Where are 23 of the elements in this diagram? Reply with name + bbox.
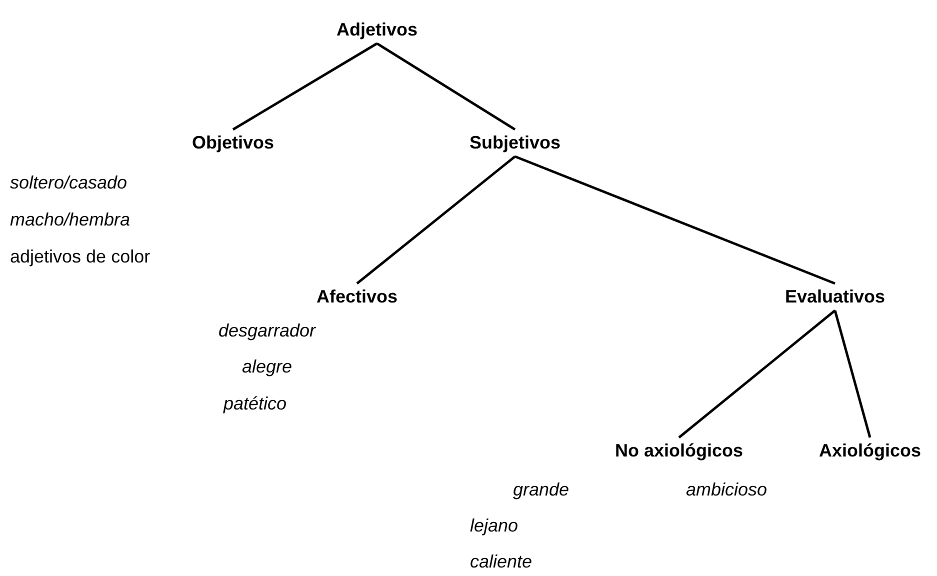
category-label: Adjetivos: [336, 20, 418, 40]
example-word: desgarrador: [218, 320, 316, 342]
example-word: patético: [223, 392, 287, 416]
category-label: Afectivos: [316, 286, 398, 306]
example-word: lejano: [470, 514, 518, 538]
tree-line: [376, 42, 516, 131]
category-label: Objetivos: [192, 132, 274, 152]
example-word: ambicioso: [686, 478, 768, 502]
category-label: Axiológicos: [819, 440, 921, 460]
tree-line: [834, 310, 872, 438]
example-word: caliente: [470, 550, 532, 574]
example-word: grande: [513, 478, 570, 502]
tree-line: [514, 155, 836, 285]
tree-line: [356, 156, 516, 284]
example-word: soltero/casado: [10, 172, 128, 194]
category-label: No axiológicos: [614, 440, 744, 460]
example-word: macho/hembra: [10, 208, 130, 232]
example-word: adjetivos de color: [10, 246, 150, 268]
example-word: alegre: [242, 356, 292, 378]
category-label: Subjetivos: [469, 132, 561, 152]
tree-line: [678, 310, 836, 438]
tree-line: [232, 42, 378, 131]
category-label: Evaluativos: [784, 286, 886, 306]
